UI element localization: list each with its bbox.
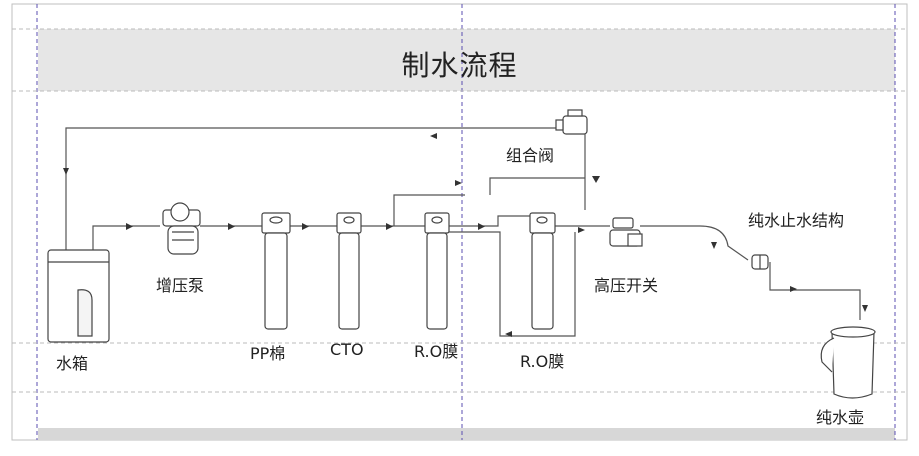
label-cto: CTO — [330, 340, 364, 359]
header-band — [38, 29, 895, 91]
ro1-cartridge — [424, 212, 450, 330]
diagram-title: 制水流程 — [401, 49, 518, 82]
label-water-tank: 水箱 — [56, 354, 89, 373]
pp-cartridge — [261, 212, 291, 330]
pipes — [65, 127, 861, 337]
label-high-pressure-switch: 高压开关 — [594, 276, 659, 295]
cto-cartridge — [336, 212, 362, 330]
label-kettle: 纯水壶 — [816, 408, 865, 427]
ro2-cartridge — [529, 212, 556, 330]
guide-lines-h — [12, 28, 907, 393]
bottom-band — [38, 428, 895, 440]
label-stop-structure: 纯水止水结构 — [748, 211, 845, 230]
label-combination-valve: 组合阀 — [506, 146, 555, 165]
label-ro2: R.O膜 — [520, 352, 565, 371]
flow-arrows — [63, 133, 868, 337]
guide-lines — [36, 4, 896, 440]
high-pressure-switch — [609, 217, 643, 247]
label-ro1: R.O膜 — [414, 342, 459, 361]
booster-pump — [162, 202, 201, 255]
label-booster-pump: 增压泵 — [156, 276, 205, 295]
stop-structure — [751, 254, 769, 270]
water-tank — [47, 249, 110, 343]
label-pp-cotton: PP棉 — [250, 344, 286, 363]
combination-valve — [555, 109, 588, 135]
pure-water-kettle — [820, 326, 876, 399]
